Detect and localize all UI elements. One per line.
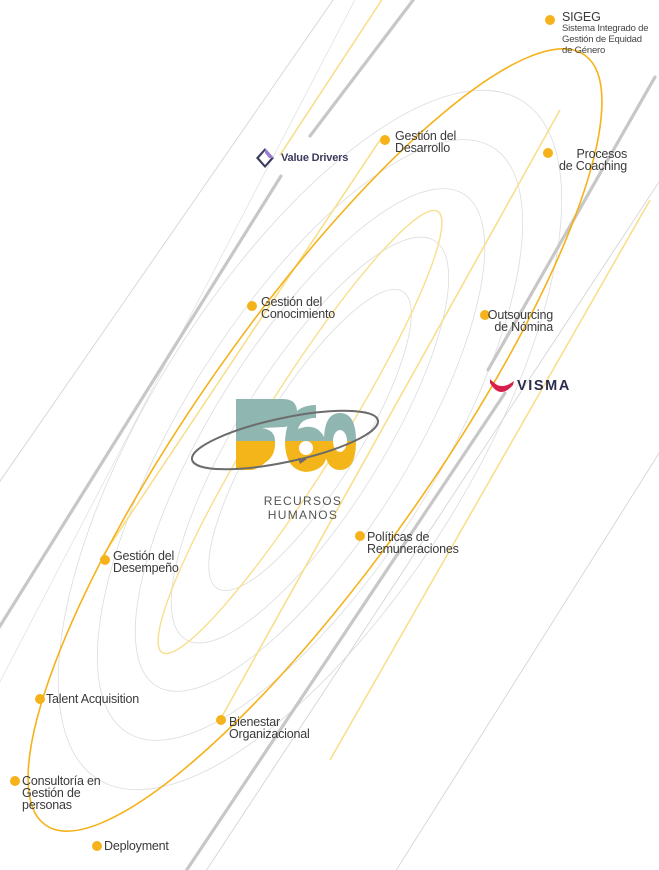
node-gestion-desempeno-line-1: Gestión del [113,549,175,563]
node-bienestar-line-2: Organizacional [229,727,310,741]
node-sigeg-subtitle-2: Gestión de Equidad [562,34,642,45]
node-sigeg-subtitle-1: Sistema Integrado de [562,23,649,34]
value-drivers-logo-icon [256,148,274,168]
node-politicas-line-2: Remuneraciones [367,542,459,556]
node-gestion-conocimiento-line-2: Conocimiento [261,307,336,321]
node-gestion-conocimiento-line-1: Gestión del [261,295,323,309]
node-deployment-line-1: Deployment [104,839,169,853]
node-bienestar-organizacional: Bienestar Organizacional [229,715,310,741]
node-procesos-coaching: Procesos de Coaching [545,147,627,173]
node-gestion-conocimiento: Gestión del Conocimiento [261,295,336,321]
node-procesos-coaching-line-1: Procesos [576,147,627,161]
node-outsourcing-nomina-line-2: de Nómina [494,320,553,334]
dot-sigeg [545,15,555,25]
value-drivers-logo-text: Value Drivers [281,152,349,164]
orbit-ellipses [57,89,563,791]
node-consultoria-personas: Consultoría en Gestión de personas [22,774,101,812]
node-talent-acquisition: Talent Acquisition [46,692,139,706]
dot-bienestar [216,715,226,725]
center-360-logo [190,399,380,472]
node-consultoria-line-1: Consultoría en [22,774,101,788]
node-outsourcing-nomina: Outsourcing de Nómina [470,308,553,334]
node-gestion-desempeno: Gestión del Desempeño [113,549,179,575]
dot-politicas [355,531,365,541]
node-gestion-desarrollo-line-2: Desarrollo [395,141,450,155]
node-outsourcing-nomina-line-1: Outsourcing [487,308,553,322]
node-politicas-remuneraciones: Políticas de Remuneraciones [367,530,459,556]
node-talent-acquisition-line-1: Talent Acquisition [46,692,139,706]
node-gestion-desempeno-line-2: Desempeño [113,561,179,575]
visma-logo-icon [490,379,514,393]
dot-outsourcing [480,310,490,320]
node-politicas-line-1: Políticas de [367,530,430,544]
node-gestion-desarrollo: Gestión del Desarrollo [395,129,457,155]
node-gestion-desarrollo-line-1: Gestión del [395,129,457,143]
dot-procesos-coaching [543,148,553,158]
node-sigeg-title: SIGEG [562,10,601,24]
node-bienestar-line-1: Bienestar [229,715,281,729]
pale-yellow-lines [99,0,651,761]
dot-consultoria [10,776,20,786]
center-logo-caption: RECURSOS HUMANOS [263,494,343,522]
node-sigeg: SIGEG Sistema Integrado de Gestión de Eq… [562,10,649,56]
node-sigeg-subtitle-3: de Género [562,45,606,56]
node-dots [10,15,555,851]
node-consultoria-line-3: personas [22,798,72,812]
dot-talent-acquisition [35,694,45,704]
dot-gestion-desarrollo [380,135,390,145]
visma-logo-text: VISMA [517,378,571,394]
dot-deployment [92,841,102,851]
dot-gestion-conocimiento [247,301,257,311]
node-deployment: Deployment [104,839,169,853]
node-procesos-coaching-line-2: de Coaching [559,159,627,173]
dot-gestion-desempeno [100,555,110,565]
node-consultoria-line-2: Gestión de [22,786,81,800]
